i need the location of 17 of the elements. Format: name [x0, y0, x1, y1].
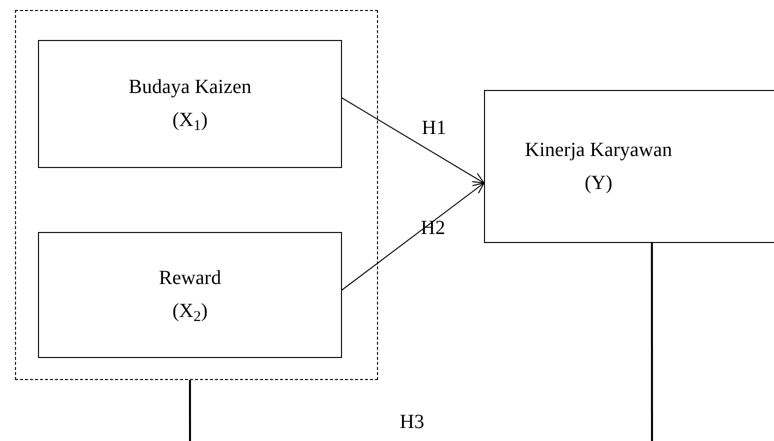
variable-box: [38, 40, 342, 168]
box-text: Reward: [158, 266, 222, 291]
connector-line: [650, 243, 653, 441]
edge-label: H2: [420, 218, 446, 238]
connector-line: [188, 380, 191, 441]
box-text: (Y): [584, 170, 612, 196]
box-text: (X$_{1}$): [172, 108, 208, 133]
hypothesis-label: H3: [400, 412, 424, 432]
box-text: Budaya Kaizen: [128, 75, 252, 100]
connector-line: [342, 97, 484, 184]
variable-box: [484, 90, 774, 243]
group-box: [15, 10, 378, 380]
box-text: (X$_{2}$): [172, 299, 208, 324]
variable-box: [38, 232, 342, 358]
box-text: Kinerja Karyawan: [524, 138, 672, 162]
edge-label: H1: [422, 118, 446, 138]
connector-line: [342, 182, 484, 290]
